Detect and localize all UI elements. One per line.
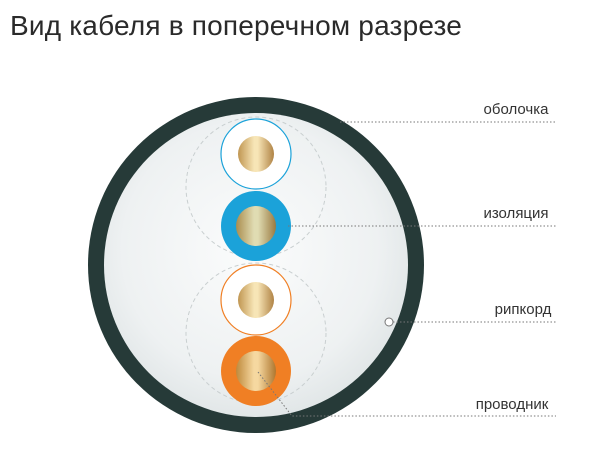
wire-blue (221, 191, 291, 261)
label-ripcord: рипкорд (494, 301, 552, 318)
wire-white-blue (220, 118, 292, 190)
label-sheath: оболочка (483, 101, 549, 118)
wire-orange (221, 336, 291, 406)
pair-outline-top (185, 116, 327, 258)
label-conductor: проводник (475, 396, 549, 413)
leader-conductor (257, 371, 556, 417)
pair-outline-bottom (185, 262, 327, 404)
ripcord (384, 317, 394, 327)
wire-white-orange (220, 264, 292, 336)
page-title: Вид кабеля в поперечном разрезе (10, 10, 462, 41)
label-insulation: изоляция (483, 205, 549, 222)
